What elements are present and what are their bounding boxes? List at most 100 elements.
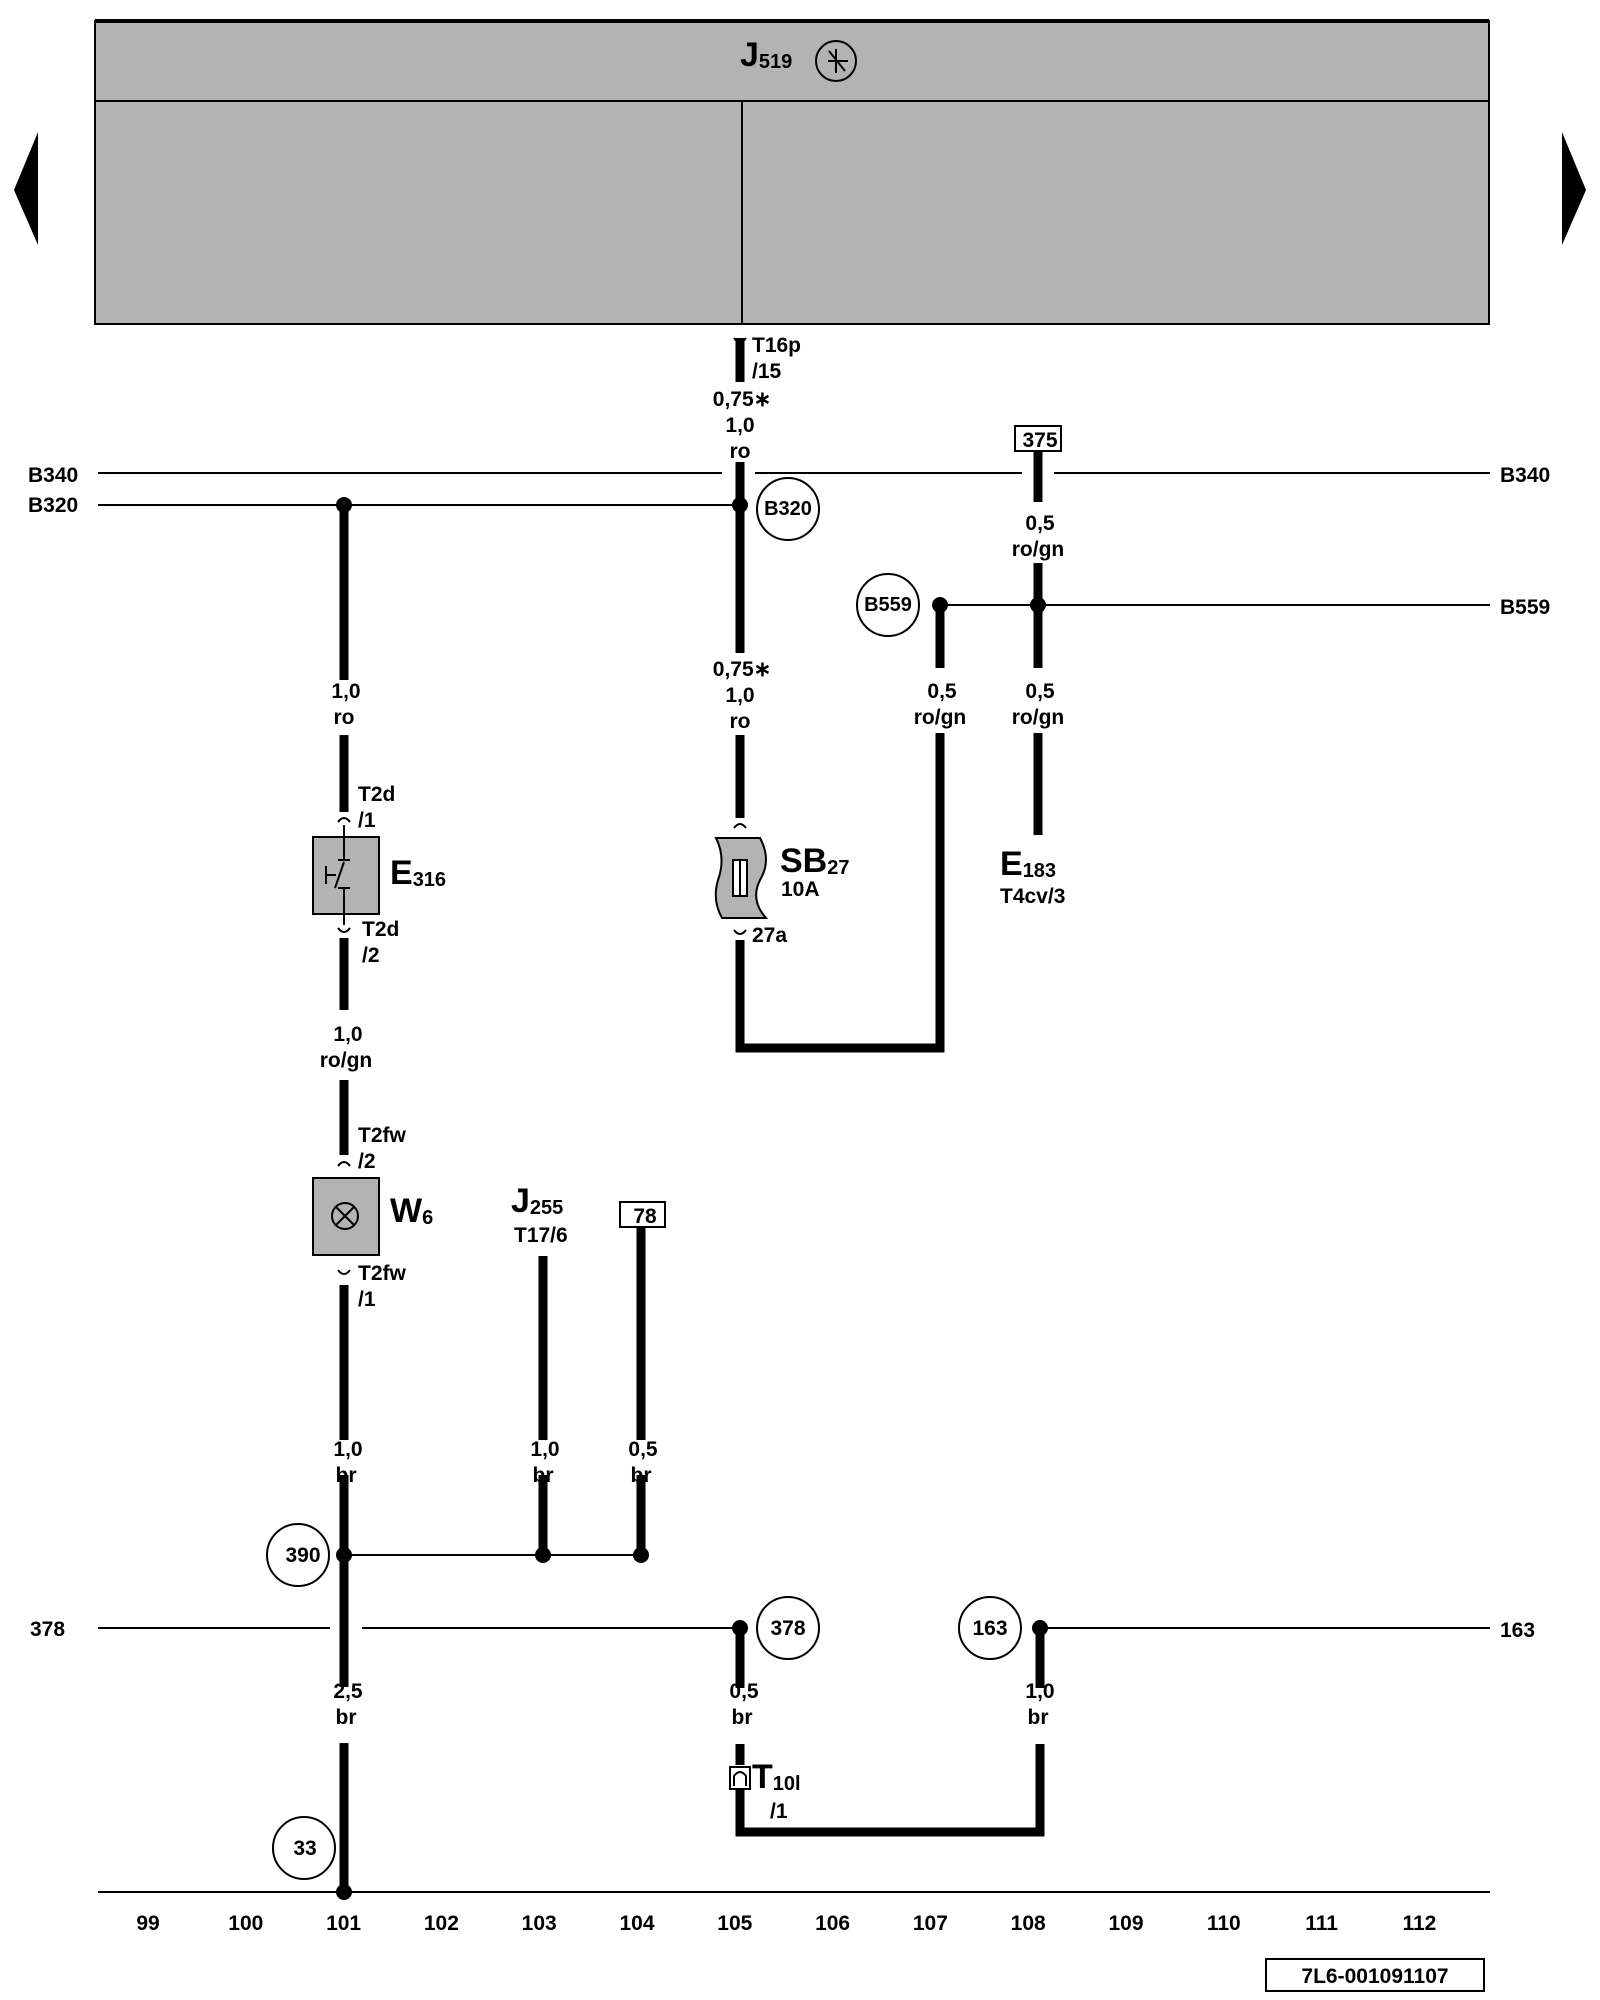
wire-e316-out-size: 1,0 [333, 1023, 362, 1046]
wire-b320-size-b: 1,0 [725, 684, 754, 707]
grid-number: 109 [1108, 1912, 1143, 1935]
triangle-left-icon[interactable] [14, 132, 38, 245]
component-j255[interactable]: J255 T17/6 [511, 1182, 568, 1247]
ref-circle-390-text: 390 [285, 1544, 320, 1567]
fuse-sb27-rating: 10A [781, 878, 820, 901]
wire-j519-color: ro [730, 440, 751, 463]
wire-78-color: br [631, 1464, 652, 1487]
lamp-w6-label: W6 [390, 1192, 433, 1230]
ref-circle-b320[interactable]: B320 [756, 477, 820, 541]
wire-t10l-color: br [732, 1706, 753, 1729]
wire-e316-in-color: ro [334, 706, 355, 729]
grid-number: 106 [815, 1912, 850, 1935]
module-label: J519 [740, 36, 792, 74]
connector-t2d-bot-label: T2d [362, 918, 399, 941]
bus-label-b559-right: B559 [1500, 596, 1550, 619]
wire-e316-out-color: ro/gn [320, 1049, 373, 1072]
wire-b559-right-color: ro/gn [1012, 706, 1065, 729]
bus-label-378-left: 378 [30, 1618, 65, 1641]
ref-circle-33[interactable]: 33 [272, 1816, 336, 1880]
connector-t16p-label: T16p [752, 334, 801, 357]
connector-sb-pin: 27a [752, 924, 787, 947]
bus-label-b340-right: B340 [1500, 464, 1550, 487]
wire-375-size: 0,5 [1025, 512, 1055, 535]
diagram-id: 7L6-001091107 [1301, 1965, 1448, 1988]
wire-ground-size: 2,5 [333, 1680, 363, 1703]
wire-e316-in-size: 1,0 [331, 680, 360, 703]
control-module-j519: J519 [94, 19, 1490, 325]
connector-t16p-pin: /15 [752, 360, 782, 383]
bus-lines [98, 472, 1490, 1893]
bus-label-b340-left: B340 [28, 464, 78, 487]
switch-icon [325, 825, 350, 925]
grid-number: 103 [522, 1912, 557, 1935]
switch-e316[interactable]: E316 [312, 825, 446, 925]
grid-number: 100 [228, 1912, 263, 1935]
wire-j519-size-b: 1,0 [725, 414, 754, 437]
grid-number: 107 [913, 1912, 948, 1935]
grid-number: 112 [1402, 1912, 1436, 1935]
triangle-right-icon[interactable] [1562, 132, 1586, 245]
wire-163-color: br [1028, 1706, 1049, 1729]
wire-ground-color: br [336, 1706, 357, 1729]
component-e183-pin: T4cv/3 [1000, 885, 1065, 908]
ref-circle-163-text: 163 [972, 1617, 1007, 1640]
grid-number: 104 [619, 1912, 654, 1935]
ref-box-78-text: 78 [633, 1205, 657, 1228]
ref-circle-163[interactable]: 163 [958, 1596, 1022, 1660]
component-e183-label: E183 [1000, 845, 1056, 883]
splice-points [336, 497, 1048, 1900]
fuse-sb27-label: SB27 [780, 842, 849, 880]
wire-b320-size-a: 0,75∗ [713, 658, 771, 681]
ref-circle-390[interactable]: 390 [266, 1523, 330, 1587]
component-j255-pin: T17/6 [514, 1224, 568, 1247]
component-j255-label: J255 [511, 1182, 563, 1220]
lamp-icon [331, 1202, 359, 1230]
ref-box-78[interactable]: 78 [619, 1201, 666, 1228]
ref-circle-378[interactable]: 378 [756, 1596, 820, 1660]
ref-box-375-text: 375 [1022, 429, 1057, 452]
wire-b559-left-color: ro/gn [914, 706, 967, 729]
grid-number: 110 [1207, 1912, 1241, 1935]
ref-circle-b559[interactable]: B559 [856, 573, 920, 637]
grid-number: 99 [136, 1912, 159, 1935]
connector-t10l-pin: /1 [770, 1800, 788, 1823]
connector-pins [337, 337, 747, 1275]
fuse-sb27[interactable]: SB27 10A [714, 837, 850, 919]
wire-b320-color: ro [730, 710, 751, 733]
lamp-w6[interactable]: W6 [312, 1177, 433, 1256]
connector-t10l[interactable]: T10l /1 [729, 1758, 801, 1823]
ref-circle-378-text: 378 [770, 1617, 805, 1640]
connector-t2d-bot-pin: /2 [362, 944, 380, 967]
bus-label-b320-left: B320 [28, 494, 78, 517]
wire-b559-right-size: 0,5 [1025, 680, 1055, 703]
switch-e316-label: E316 [390, 854, 446, 892]
connector-t2fw-bot-label: T2fw [358, 1262, 407, 1285]
ref-circle-33-text: 33 [293, 1837, 316, 1860]
fuse-icon [732, 859, 748, 897]
connector-t2d-top-pin: /1 [358, 809, 376, 832]
grid-number: 105 [717, 1912, 752, 1935]
wire-j519-size-a: 0,75∗ [713, 388, 771, 411]
component-e183[interactable]: E183 T4cv/3 [1000, 845, 1065, 908]
connector-t2fw-top-label: T2fw [358, 1124, 407, 1147]
wire-163-size: 1,0 [1025, 1680, 1054, 1703]
connector-t10l-label: T10l [752, 1758, 801, 1796]
grid-number: 108 [1011, 1912, 1046, 1935]
diagram-id-box: 7L6-001091107 [1265, 1958, 1485, 1992]
grid-number: 101 [326, 1912, 361, 1935]
ref-circle-b320-text: B320 [764, 498, 812, 520]
wire-w6-out-color: br [336, 1464, 357, 1487]
wire-j255-size: 1,0 [530, 1438, 559, 1461]
wire-j255-color: br [533, 1464, 554, 1487]
grid-number: 111 [1305, 1912, 1338, 1935]
connector-t2fw-bot-pin: /1 [358, 1288, 376, 1311]
ref-circle-b559-text: B559 [864, 594, 912, 616]
bus-label-163-right: 163 [1500, 1619, 1535, 1642]
wire-t10l-size: 0,5 [729, 1680, 759, 1703]
ref-box-375[interactable]: 375 [1014, 425, 1062, 452]
connector-t2fw-top-pin: /2 [358, 1150, 376, 1173]
wire-375-color: ro/gn [1012, 538, 1065, 561]
